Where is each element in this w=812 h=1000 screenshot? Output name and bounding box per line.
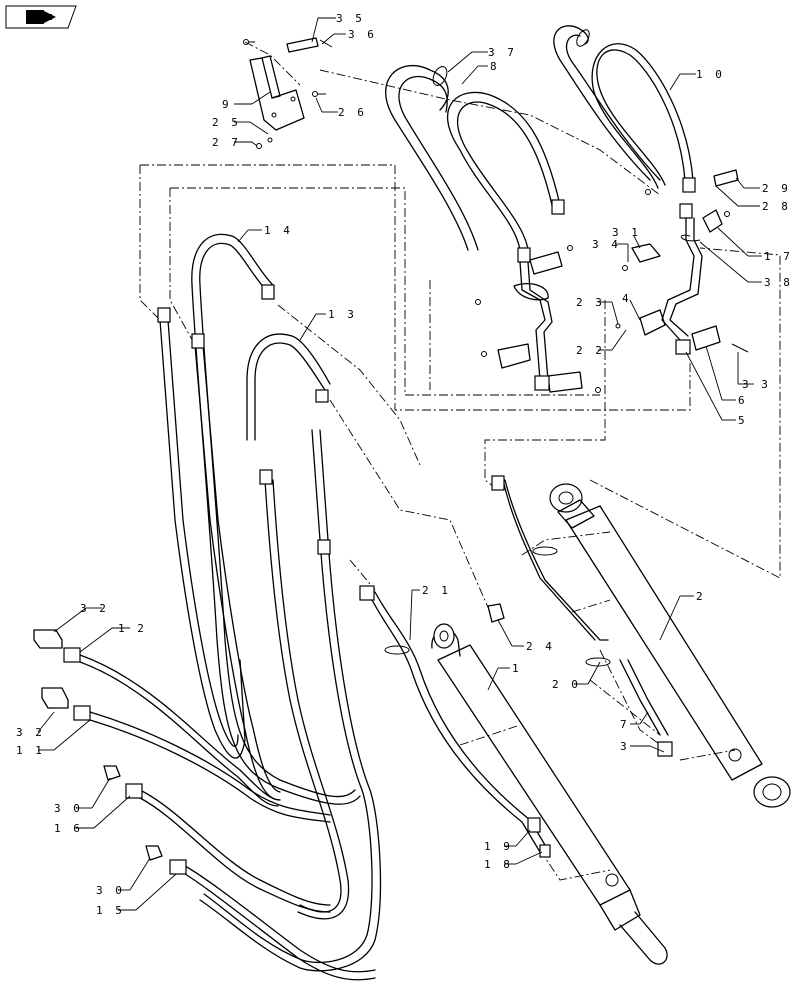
hose-13: [199, 333, 382, 972]
label-10: 1 0: [696, 68, 725, 81]
label-32b: 3 2: [16, 726, 45, 739]
label-14: 1 4: [264, 224, 293, 237]
cylinder-1: [359, 585, 668, 965]
label-7: 7: [620, 718, 630, 731]
tube-assembly-right: [615, 169, 749, 355]
label-26: 2 6: [338, 106, 367, 119]
label-9: 9: [222, 98, 232, 111]
label-20: 2 0: [552, 678, 581, 691]
label-8: 8: [490, 60, 500, 73]
label-35: 3 5: [336, 12, 365, 25]
long-hoses: [33, 307, 376, 981]
cylinder-2: [491, 475, 791, 808]
hose-8: [447, 91, 565, 263]
label-5: 5: [738, 414, 748, 427]
label-27: 2 7: [212, 136, 241, 149]
leader-lines: [37, 17, 762, 911]
hose-14: [191, 233, 361, 805]
label-1: 1: [512, 662, 522, 675]
label-33: 3 3: [742, 378, 771, 391]
label-31: 3 1: [612, 226, 641, 239]
label-3: 3: [620, 740, 630, 753]
label-36: 3 6: [348, 28, 377, 41]
label-23: 2 3: [576, 296, 605, 309]
label-30b: 3 0: [96, 884, 125, 897]
label-32a: 3 2: [80, 602, 109, 615]
label-4: 4: [622, 292, 632, 305]
label-38: 3 8: [764, 276, 793, 289]
nav-button[interactable]: [5, 5, 77, 29]
label-13: 1 3: [328, 308, 357, 321]
label-29: 2 9: [762, 182, 791, 195]
label-24: 2 4: [526, 640, 555, 653]
label-15: 1 5: [96, 904, 125, 917]
folder-arrow-icon: [26, 10, 56, 24]
label-37: 3 7: [488, 46, 517, 59]
label-12: 1 2: [118, 622, 147, 635]
part-labels: 3 5 3 6 9 2 5 2 7 2 6 3 7 8 1 0 2 9 2 8 …: [16, 12, 793, 917]
label-16: 1 6: [54, 822, 83, 835]
hose-37: [385, 64, 479, 251]
label-2: 2: [696, 590, 706, 603]
bracket-assembly: [243, 37, 333, 149]
label-21: 2 1: [422, 584, 451, 597]
tube-assembly-center: [475, 245, 601, 393]
label-17: 1 7: [764, 250, 793, 263]
label-34: 3 4: [592, 238, 621, 251]
label-30a: 3 0: [54, 802, 83, 815]
connection-lines: [139, 41, 781, 881]
label-22: 2 2: [576, 344, 605, 357]
label-6: 6: [738, 394, 748, 407]
label-11: 1 1: [16, 744, 45, 757]
label-28: 2 8: [762, 200, 791, 213]
hose-10: [553, 25, 696, 219]
label-19: 1 9: [484, 840, 513, 853]
label-25: 2 5: [212, 116, 241, 129]
label-18: 1 8: [484, 858, 513, 871]
